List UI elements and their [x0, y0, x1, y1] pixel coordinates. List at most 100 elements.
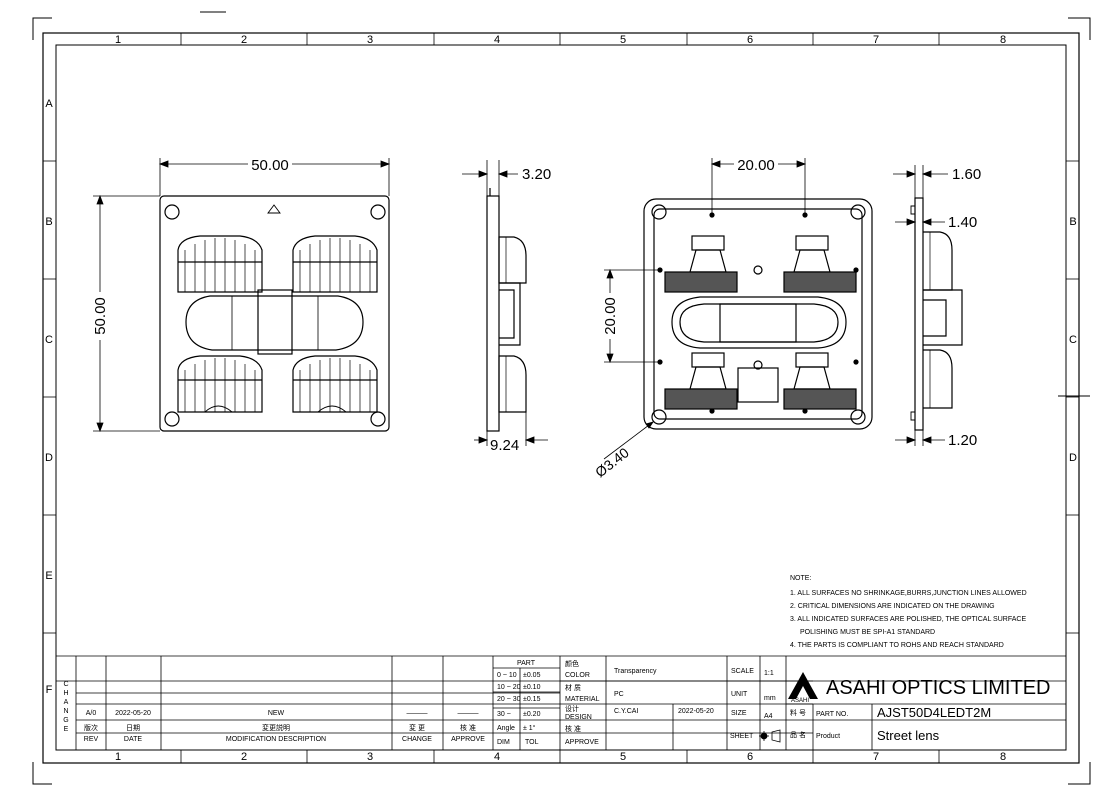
trim-marks	[32, 11, 1091, 785]
title-info: 颜色 COLOR Transparency 材 质 MATERIAL PC 设计…	[565, 659, 848, 746]
zone-col-8-bottom: 8	[1000, 751, 1006, 763]
hdr-rev-cn: 版次	[84, 723, 98, 732]
right-dim-a: 1.60	[952, 166, 981, 183]
color-value: Transparency	[614, 668, 657, 675]
center-channel	[185, 295, 364, 351]
zone-col-3-top: 3	[367, 34, 373, 46]
rev-date: 2022-05-20	[115, 710, 151, 717]
logo-text: ASAHI	[791, 698, 809, 704]
lens-top-left	[177, 235, 263, 293]
hdr-rev-en: REV	[84, 736, 99, 743]
hdr-desc-en: MODIFICATION DESCRIPTION	[226, 736, 326, 743]
color-en: COLOR	[565, 672, 590, 679]
back-center-slot	[671, 296, 847, 349]
material-en: MATERIAL	[565, 696, 600, 703]
design-en: DESIGN	[565, 714, 592, 721]
product-name: Street lens	[877, 728, 940, 743]
zone-col-5-bottom: 5	[620, 751, 626, 763]
hdr-change-cn: 変 更	[409, 723, 425, 732]
back-hole-spacing-x: 20.00	[737, 157, 775, 174]
front-width-dim: 50.00	[251, 157, 289, 174]
zone-row-e-left: E	[45, 570, 52, 582]
company-name: ASAHI OPTICS LIMITED	[826, 677, 1050, 699]
zone-row-b-right: B	[1069, 216, 1076, 228]
zone-col-2-bottom: 2	[241, 751, 247, 763]
hdr-approve-cn: 核 准	[460, 723, 476, 732]
tol-hdr-tol: TOL	[525, 739, 539, 746]
tol-value-1: ±0.05	[523, 672, 541, 679]
led-bottom-left	[664, 352, 738, 410]
zone-row-c-right: C	[1069, 334, 1077, 346]
outer-border	[42, 32, 1080, 764]
lens-top-right	[292, 235, 378, 293]
back-view	[643, 198, 873, 430]
change-letter-a: A	[64, 699, 69, 706]
change-letter-n: N	[63, 708, 68, 715]
size-label: SIZE	[731, 710, 747, 717]
right-view	[910, 197, 963, 431]
inner-border	[55, 44, 1067, 751]
material-cn: 材 质	[565, 683, 581, 692]
side-depth-dim: 9.24	[490, 437, 519, 454]
zone-col-6-top: 6	[747, 34, 753, 46]
unit-label: UNIT	[731, 691, 748, 698]
zone-col-7-bottom: 7	[873, 751, 879, 763]
material-value: PC	[614, 691, 624, 698]
tol-hdr-dim: DIM	[497, 739, 510, 746]
zone-col-1-top: 1	[115, 34, 121, 46]
rev-value: A/0	[86, 710, 97, 717]
tol-range-5: Angle	[497, 725, 515, 732]
sheet-label: SHEET	[730, 733, 754, 740]
hdr-date-en: DATE	[124, 736, 142, 743]
change-letter-h: H	[63, 690, 68, 697]
change-letter-c: C	[63, 681, 68, 688]
design-date: 2022-05-20	[678, 708, 714, 715]
side-dims	[462, 160, 548, 446]
note-item-1: 1. ALL SURFACES NO SHRINKAGE,BURRS,JUNCT…	[790, 590, 1027, 597]
tolerance-header: PART	[517, 660, 536, 667]
note-item-3: 3. ALL INDICATED SURFACES ARE POLISHED, …	[790, 616, 1026, 623]
tolerance-table: PART 0 ~ 10 ±0.05 10 ~ 20 ±0.10 20 ~ 30 …	[497, 660, 541, 746]
notes-title: NOTE:	[790, 575, 811, 582]
hdr-change-en: CHANGE	[402, 736, 432, 743]
zone-row-d-right: D	[1069, 452, 1077, 464]
tol-range-2: 10 ~ 20	[497, 684, 521, 691]
zone-col-4-bottom: 4	[494, 751, 500, 763]
zone-col-7-top: 7	[873, 34, 879, 46]
front-dims	[93, 158, 391, 433]
note-item-2: 2. CRITICAL DIMENSIONS ARE INDICATED ON …	[790, 603, 995, 610]
tol-value-3: ±0.15	[523, 696, 541, 703]
front-height-dim: 50.00	[92, 297, 109, 335]
color-cn: 颜色	[565, 659, 579, 668]
zone-labels: 1 2 3 4 5 6 7 8 1 2 3 4 5 6 7 8 A B C D …	[45, 34, 1077, 763]
hdr-approve-en: APPROVE	[451, 736, 485, 743]
unit-value: mm	[764, 695, 776, 702]
side-thickness-dim: 3.20	[522, 166, 551, 183]
scale-label: SCALE	[731, 668, 754, 675]
rev-description: NEW	[268, 710, 285, 717]
part-number: AJST50D4LEDT2M	[877, 705, 991, 720]
led-top-left	[664, 235, 738, 293]
scale-value: 1:1	[764, 670, 774, 677]
tol-range-1: 0 ~ 10	[497, 672, 517, 679]
notes-block: NOTE: 1. ALL SURFACES NO SHRINKAGE,BURRS…	[790, 575, 1027, 649]
zone-ticks	[43, 33, 1079, 763]
zone-col-2-top: 2	[241, 34, 247, 46]
tol-range-4: 30 ~	[497, 711, 511, 718]
revision-table: C H A N G E A/0 2022-05-20 NEW ——— ——— 版…	[63, 681, 485, 743]
change-letter-e: E	[64, 726, 69, 733]
front-view	[159, 195, 390, 432]
zone-col-6-bottom: 6	[747, 751, 753, 763]
note-item-3-cont: POLISHING MUST BE SPI-A1 STANDARD	[800, 629, 935, 636]
change-letter-g: G	[63, 717, 68, 724]
zone-col-5-top: 5	[620, 34, 626, 46]
hdr-desc-cn: 変更説明	[262, 723, 290, 732]
tol-value-5: ± 1°	[523, 724, 536, 732]
projection-symbol-icon	[759, 729, 781, 743]
asahi-logo-icon	[788, 672, 818, 699]
zone-row-a-left: A	[45, 98, 53, 110]
partno-cn: 料 号	[790, 708, 806, 717]
right-dim-c: 1.20	[948, 432, 977, 449]
zone-row-f-left: F	[46, 684, 53, 696]
